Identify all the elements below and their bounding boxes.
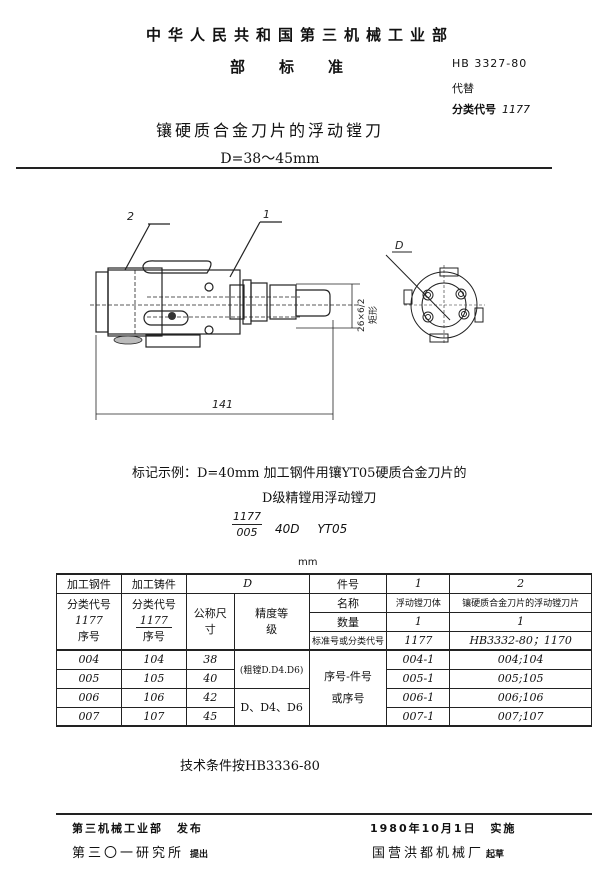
row-p1: 007-1	[386, 706, 451, 727]
effective-date: 1980年10月1日	[370, 822, 477, 835]
part-label-2: 2	[127, 210, 134, 223]
part2-std: HB3332-80；1170	[449, 630, 592, 651]
header-steel-code: 分类代号 1177 序号	[56, 592, 122, 651]
grade-rough: (粗镗D.D4.D6)	[233, 649, 310, 689]
drafter: 国营洪都机械厂起草	[372, 842, 504, 861]
row-d: 45	[185, 706, 235, 727]
header-seq-part: 序号-件号或序号	[308, 649, 388, 727]
steel-code-num: 1177	[74, 614, 103, 628]
header-cast: 加工铸件	[120, 573, 187, 594]
proposer: 第三〇一研究所提出	[72, 842, 208, 861]
header-part-no: 件号	[308, 573, 388, 594]
part2-qty: 1	[449, 611, 592, 632]
row-d: 38	[185, 649, 235, 670]
row-steel: 004	[56, 649, 122, 670]
marking-example-line2: D级精镗用浮动镗刀	[262, 491, 377, 506]
row-cast: 105	[120, 668, 187, 689]
header-cast-code: 分类代号 1177 序号	[120, 592, 187, 651]
effective-label: 实施	[490, 822, 517, 835]
row-d: 42	[185, 687, 235, 708]
effective: 1980年10月1日 实施	[370, 820, 516, 836]
header-nominal: 公称尺寸	[185, 592, 235, 651]
cast-class-code-label: 分类代号	[131, 598, 176, 612]
marking-example-line1: 标记示例：D=40mm 加工钢件用镶YT05硬质合金刀片的	[132, 466, 467, 481]
header-name: 名称	[308, 592, 388, 613]
row-p2: 007;107	[449, 706, 592, 727]
row-steel: 007	[56, 706, 122, 727]
ministry-heading: 中华人民共和国第三机械工业部	[145, 26, 454, 44]
fraction-top: 1177	[232, 510, 262, 525]
cast-code-num: 1177	[135, 614, 172, 629]
classification: 分类代号 1177	[452, 101, 530, 117]
row-cast: 107	[120, 706, 187, 727]
marking-designation: 40D YT05	[275, 522, 348, 536]
row-d: 40	[185, 668, 235, 689]
row-steel: 006	[56, 687, 122, 708]
bottom-divider	[56, 813, 592, 815]
row-cast: 104	[120, 649, 187, 670]
propose-label: 提出	[190, 850, 209, 860]
table-row: 006 106 42 D、D4、D6 006-1 006;106	[56, 687, 592, 727]
standard-code: HB 3327-80	[452, 57, 528, 70]
marking-fraction: 1177 005	[232, 510, 262, 539]
table-row: 007 107 45 007-1 007;107	[56, 706, 592, 727]
header-grade: 精度等级	[233, 592, 310, 651]
specification-table: 加工钢件 加工铸件 D 件号 1 2 分类代号 1177 序号 分类代号 117…	[56, 573, 592, 727]
cast-seq-label: 序号	[142, 630, 165, 644]
diameter-range: D=38～45mm	[220, 151, 320, 167]
row-p2: 004;104	[449, 649, 592, 670]
length-dimension: 141	[212, 398, 233, 411]
grade-fine: D、D4、D6	[233, 687, 310, 727]
replaces-label: 代替	[452, 82, 474, 95]
part-label-1: 1	[263, 208, 270, 221]
part2-no: 2	[449, 573, 592, 594]
steel-seq-label: 序号	[77, 630, 100, 644]
publisher: 第三机械工业部 发布	[72, 820, 203, 836]
draft-label: 起草	[486, 850, 505, 860]
technical-conditions: 技术条件按HB3336-80	[180, 759, 320, 774]
row-p1: 005-1	[386, 668, 451, 689]
row-p2: 005;105	[449, 668, 592, 689]
table-row: 005 105 40 005-1 005;105	[56, 668, 592, 689]
row-p1: 006-1	[386, 687, 451, 708]
part1-qty: 1	[386, 611, 451, 632]
header-std: 标准号或分类代号	[308, 630, 388, 651]
table-row: 004 104 38 (粗镗D.D4.D6) 序号-件号或序号 004-1 00…	[56, 649, 592, 727]
row-p2: 006;106	[449, 687, 592, 708]
row-cast: 106	[120, 687, 187, 708]
publish-label: 发布	[176, 822, 203, 835]
top-divider	[16, 167, 552, 169]
part1-no: 1	[386, 573, 451, 594]
standard-type: 部标准	[230, 58, 378, 76]
thread-type: 矩形	[367, 306, 379, 324]
document-title: 镶硬质合金刀片的浮动镗刀	[155, 121, 384, 140]
fraction-bottom: 005	[236, 526, 258, 539]
header-d: D	[185, 573, 310, 594]
diameter-label: D	[395, 239, 403, 252]
classification-label: 分类代号	[452, 103, 496, 116]
header-qty: 数量	[308, 611, 388, 632]
unit-label: mm	[298, 557, 318, 568]
classification-code: 1177	[502, 103, 530, 116]
drafter-name: 国营洪都机械厂	[372, 846, 485, 861]
steel-class-code-label: 分类代号	[66, 598, 111, 612]
proposer-name: 第三〇一研究所	[72, 846, 185, 861]
part2-name: 镶硬质合金刀片的浮动镗刀片	[449, 592, 592, 613]
header-steel: 加工钢件	[56, 573, 122, 594]
row-p1: 004-1	[386, 649, 451, 670]
row-steel: 005	[56, 668, 122, 689]
part1-std: 1177	[386, 630, 451, 651]
publisher-name: 第三机械工业部	[72, 822, 163, 835]
thread-dimension: 26×6/2	[357, 299, 367, 332]
part1-name: 浮动镗刀体	[386, 592, 451, 613]
technical-drawing: 141 2 1 26×6/2 矩形 D	[90, 208, 485, 420]
